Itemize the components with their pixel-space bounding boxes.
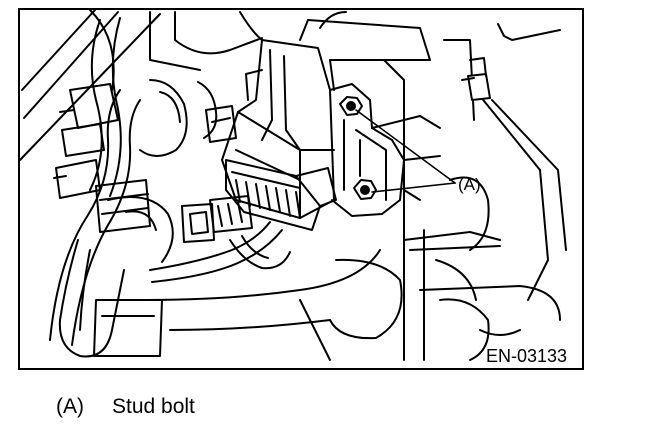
lower-cables <box>147 195 381 331</box>
legend-text: Stud bolt <box>112 395 195 418</box>
figure-legend: (A) Stud bolt <box>56 394 195 420</box>
stud-bolt-lower <box>353 179 377 200</box>
legend-key: (A) <box>56 395 84 418</box>
figure-code: EN-03133 <box>486 346 567 366</box>
callout-leaders <box>355 109 456 193</box>
control-module <box>221 11 431 219</box>
mounting-bracket <box>329 83 441 217</box>
harness-clamp <box>58 179 163 358</box>
right-side-structure <box>299 23 567 361</box>
right-bolt <box>461 57 491 101</box>
callout-label: (A) <box>458 175 481 194</box>
multi-pin-connector <box>225 159 337 231</box>
